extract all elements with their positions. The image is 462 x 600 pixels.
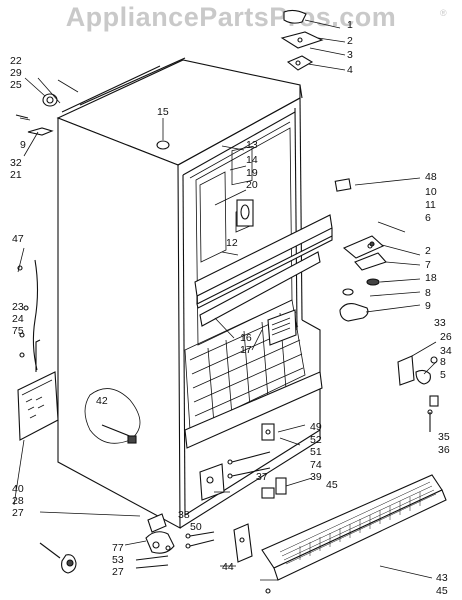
- top-hinge: [280, 9, 346, 71]
- control-housing: [267, 309, 297, 346]
- callout-45-bottom: 45: [436, 585, 448, 597]
- callout-22: 22: [10, 55, 22, 67]
- callout-15: 15: [157, 106, 169, 118]
- callout-75: 75: [12, 325, 24, 337]
- callout-49: 49: [310, 421, 322, 433]
- callout-13: 13: [246, 139, 258, 151]
- wiring-harness: [84, 388, 141, 444]
- callout-5: 5: [440, 369, 446, 381]
- callout-27-bottom: 27: [112, 566, 124, 578]
- callout-44: 44: [222, 561, 234, 573]
- callout-28: 28: [12, 495, 24, 507]
- callout-17: 17: [240, 344, 252, 356]
- callout-29: 29: [10, 67, 22, 79]
- callout-8-lower: 8: [440, 356, 446, 368]
- light-housing: [236, 199, 254, 227]
- leader-lines: [13, 77, 433, 579]
- callout-32: 32: [10, 157, 22, 169]
- toe-grille: [260, 474, 447, 594]
- callout-42: 42: [96, 395, 108, 407]
- callout-27-left: 27: [12, 507, 24, 519]
- callout-9-right: 9: [425, 300, 431, 312]
- watermark-text: AppliancePartsPros.com: [65, 2, 397, 32]
- callout-74: 74: [310, 459, 322, 471]
- center-hinge: [334, 177, 421, 322]
- bottom-hinge-right: [397, 341, 439, 432]
- callout-9: 9: [20, 139, 26, 151]
- callout-33: 33: [434, 317, 446, 329]
- callout-45-upper: 45: [326, 479, 338, 491]
- callout-36: 36: [438, 444, 450, 456]
- callout-43: 43: [436, 572, 448, 584]
- callout-34: 34: [440, 345, 452, 357]
- callout-21: 21: [10, 169, 22, 181]
- callout-18: 18: [425, 272, 437, 284]
- callout-53: 53: [112, 554, 124, 566]
- top-left-hardware: [15, 77, 79, 136]
- callout-38: 38: [178, 509, 190, 521]
- callout-23: 23: [12, 301, 24, 313]
- registered-mark: ®: [440, 8, 447, 18]
- leveling-bracket: [185, 523, 253, 563]
- callout-19: 19: [246, 167, 258, 179]
- callout-50: 50: [190, 521, 202, 533]
- callout-2: 2: [347, 35, 353, 47]
- callout-26: 26: [440, 331, 452, 343]
- callout-77: 77: [112, 542, 124, 554]
- callout-1: 1: [347, 19, 353, 31]
- callout-37: 37: [256, 471, 268, 483]
- callout-6: 6: [425, 212, 431, 224]
- callout-14: 14: [246, 154, 258, 166]
- callout-2-center: 2: [425, 245, 431, 257]
- callout-52: 52: [310, 434, 322, 446]
- callout-39: 39: [310, 471, 322, 483]
- cabinet-plug: [156, 140, 170, 150]
- callout-47: 47: [12, 233, 24, 245]
- callout-10: 10: [425, 186, 437, 198]
- callout-48: 48: [425, 171, 437, 183]
- callout-4: 4: [347, 64, 353, 76]
- callout-12: 12: [226, 237, 238, 249]
- callout-51: 51: [310, 446, 322, 458]
- fresh-food-floor: [184, 299, 323, 449]
- callout-35: 35: [438, 431, 450, 443]
- drain-tube: [17, 259, 39, 371]
- callout-40: 40: [12, 483, 24, 495]
- callout-8: 8: [425, 287, 431, 299]
- lower-hardware: [199, 423, 313, 501]
- callout-24: 24: [12, 313, 24, 325]
- divider-bars: [194, 214, 333, 327]
- callout-20: 20: [246, 179, 258, 191]
- callout-3: 3: [347, 49, 353, 61]
- callout-7: 7: [425, 259, 431, 271]
- bottom-hinge-left: [39, 513, 175, 574]
- cabinet-shell: [56, 57, 321, 529]
- callout-11: 11: [425, 199, 436, 211]
- compressor-bracket: [17, 339, 59, 441]
- callout-16: 16: [240, 332, 252, 344]
- callout-25: 25: [10, 79, 22, 91]
